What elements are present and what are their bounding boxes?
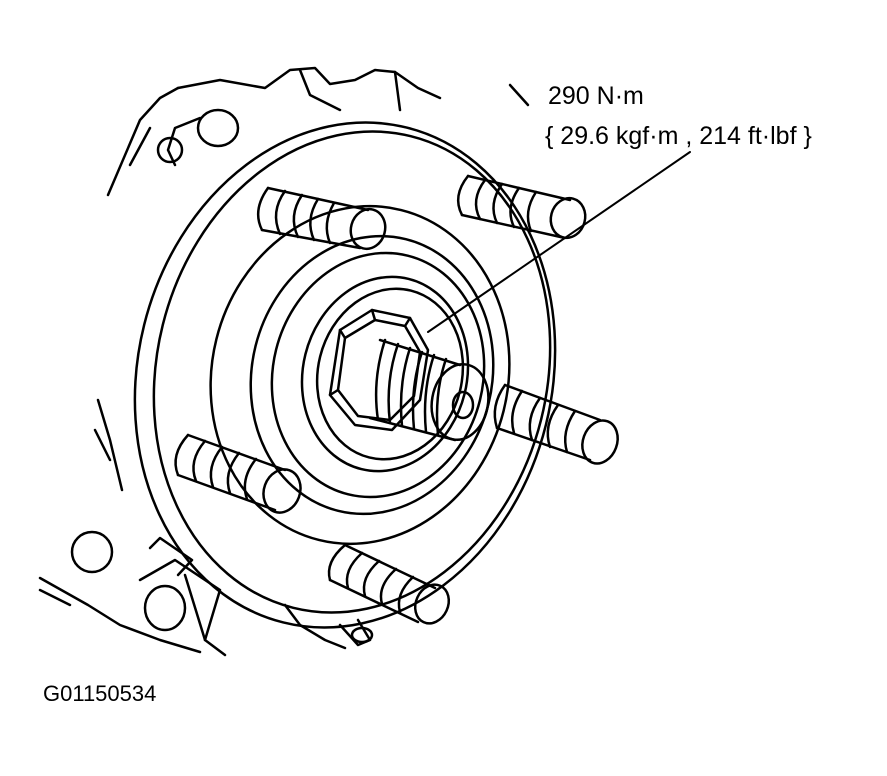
wheel-stud-bottom-left [174,433,302,514]
torque-value-metric: 290 N·m [548,82,644,110]
steering-knuckle [38,66,530,657]
wheel-stud-bottom [327,543,451,625]
wheel-stud-right [493,383,619,465]
hub-inner-rings [209,204,511,546]
wheel-stud-top-right [456,174,587,240]
torque-value-alternate: { 29.6 kgf·m , 214 ft·lbf } [545,122,812,150]
drive-shaft-end [368,338,490,442]
figure-id: G01150534 [43,681,157,706]
wheel-stud-top-left [256,186,387,251]
torque-leader-line [427,151,691,333]
hub-flange [133,121,557,629]
